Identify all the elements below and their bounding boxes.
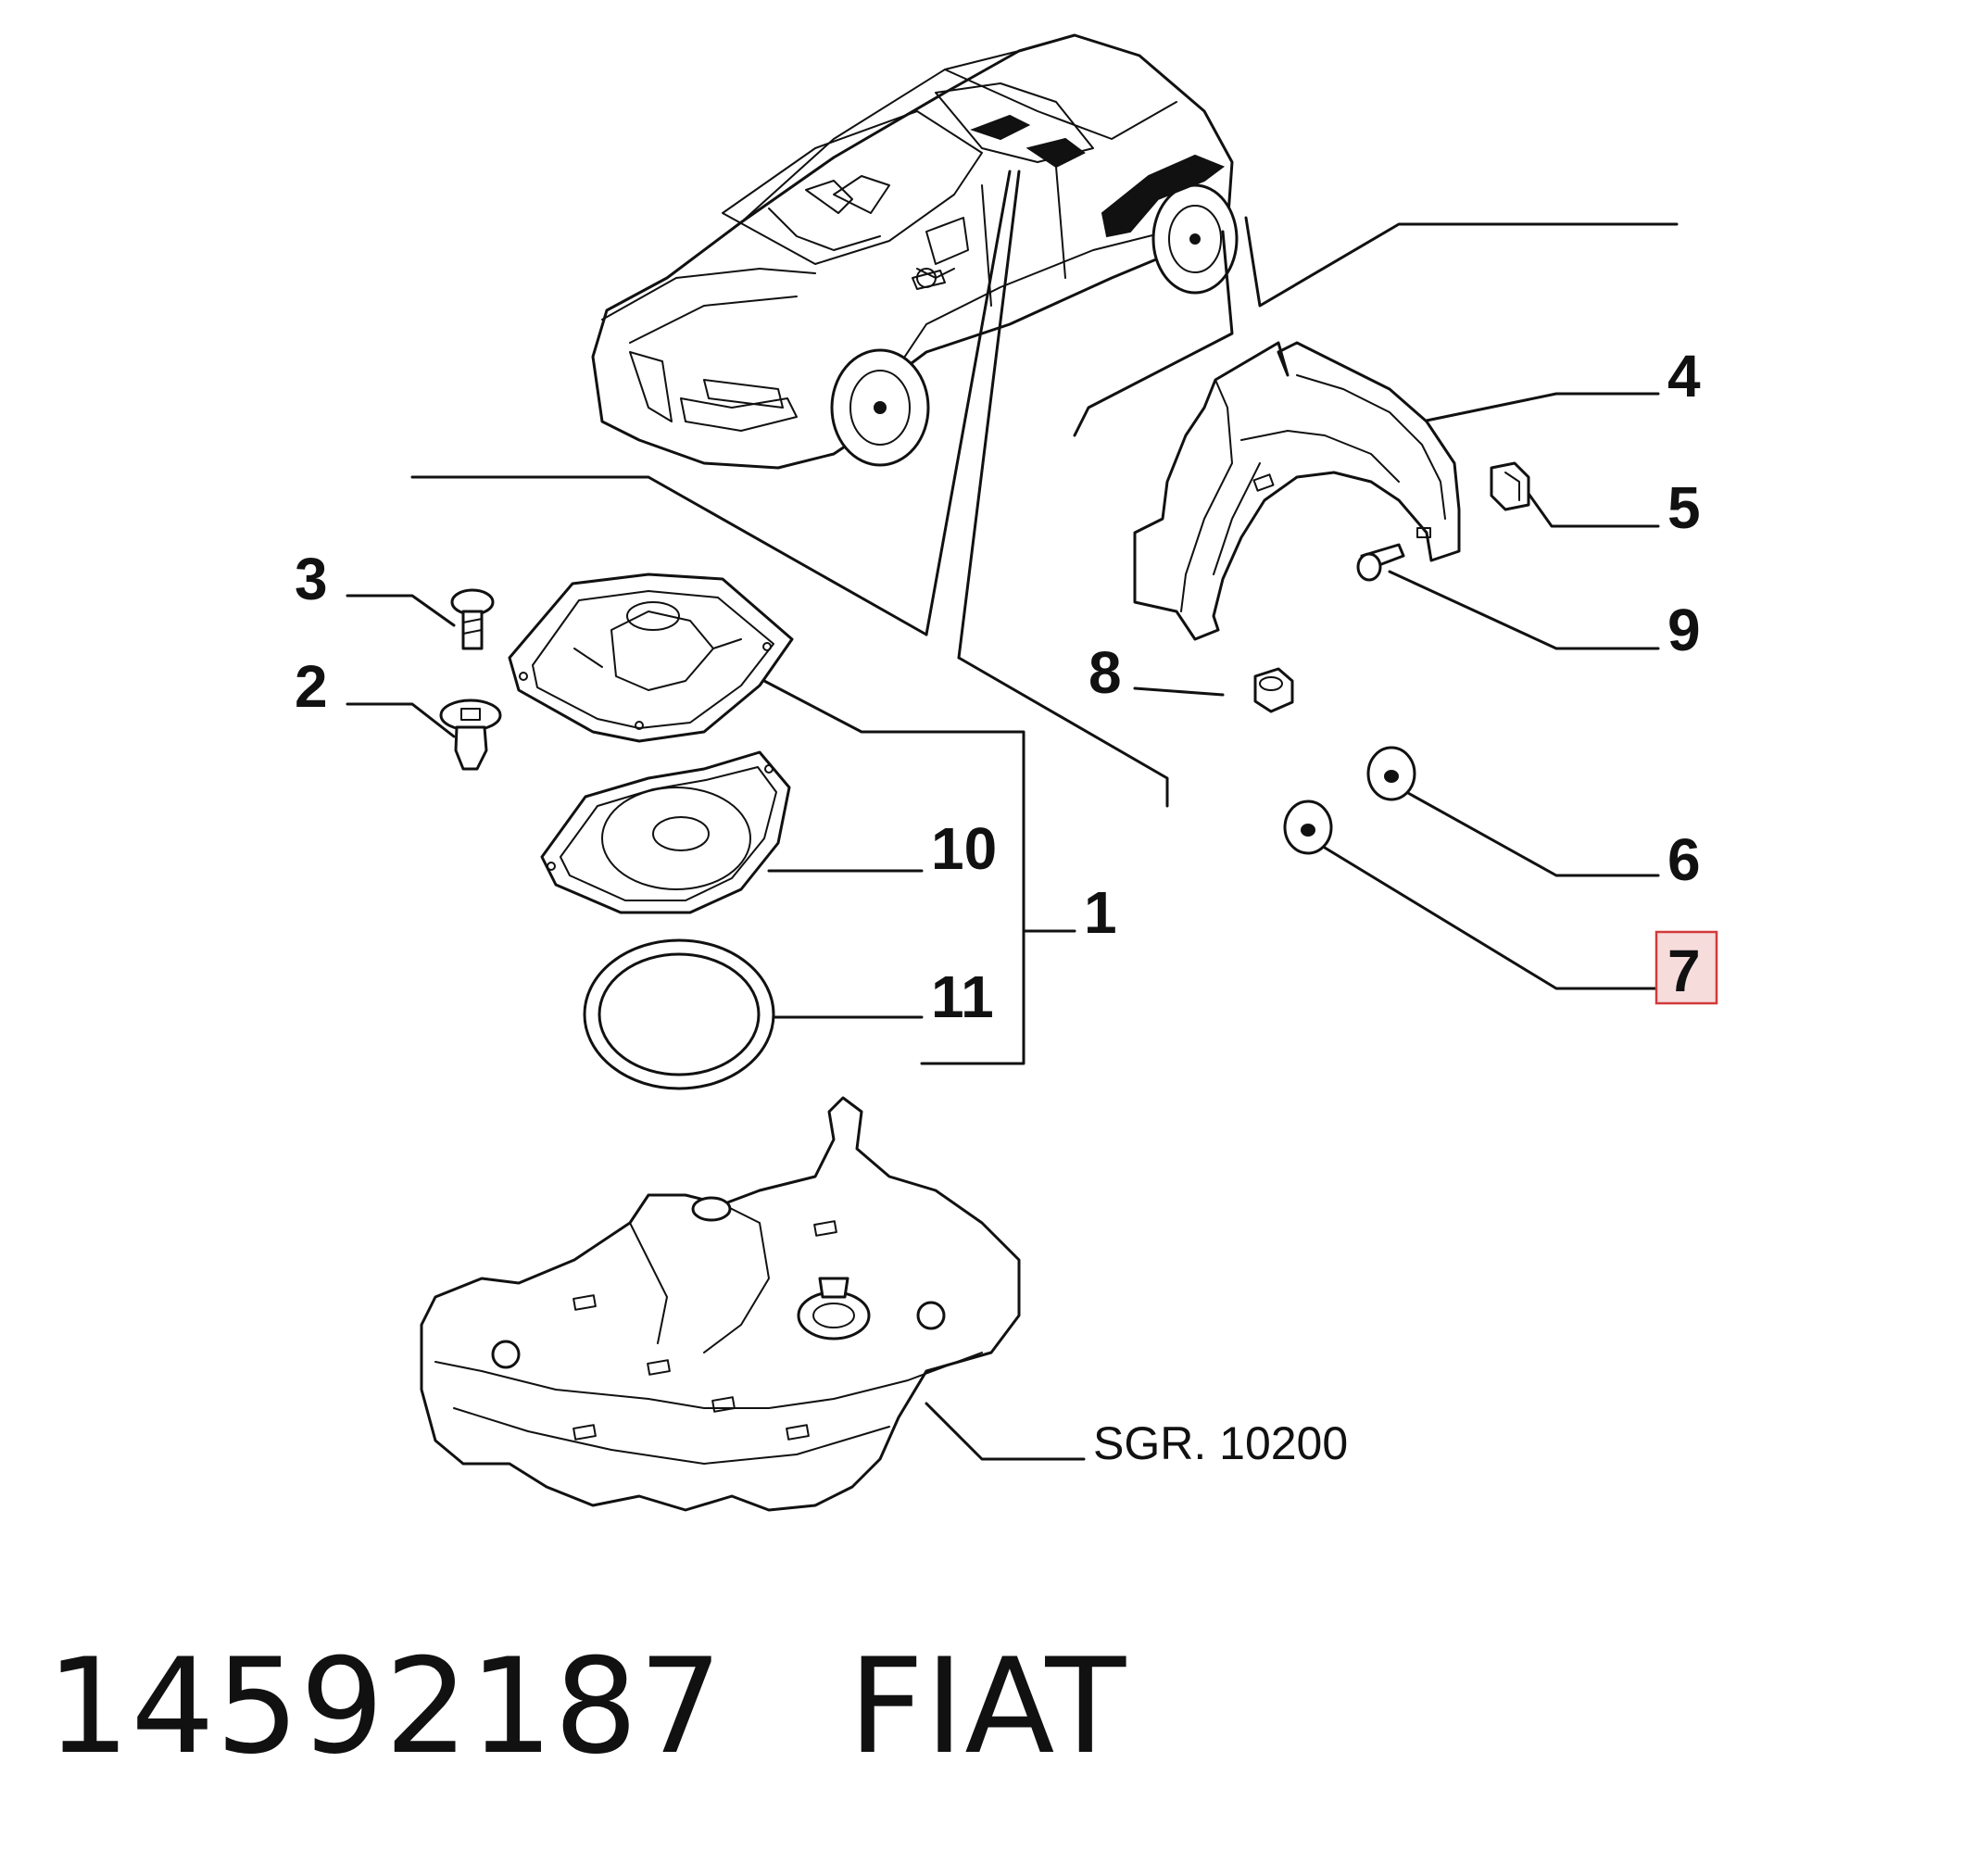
callout-3: 3 — [295, 546, 328, 612]
push-clip-2 — [439, 699, 502, 771]
callout-7: 7 — [1667, 938, 1701, 1004]
caption: 14592187 FIAT — [46, 1630, 1126, 1783]
screw-3 — [450, 588, 495, 650]
callout-7-highlight — [1655, 930, 1718, 1005]
seal-ring-11 — [583, 938, 775, 1090]
fuel-tank — [420, 1096, 1021, 1512]
wheel-arch-liner — [1133, 341, 1461, 641]
callout-1: 1 — [1084, 879, 1117, 946]
gasket-plate-10 — [540, 750, 791, 914]
callout-9: 9 — [1667, 597, 1701, 663]
parts-diagram: 4 5 9 8 6 7 3 2 1 10 11 SGR. 10200 — [295, 33, 1718, 1512]
callout-5: 5 — [1667, 474, 1701, 541]
callout-10: 10 — [931, 815, 997, 882]
washer-7 — [1283, 799, 1333, 855]
callout-6: 6 — [1667, 826, 1701, 893]
callout-2: 2 — [295, 653, 328, 720]
callout-8: 8 — [1088, 639, 1122, 706]
callout-labels: 4 5 9 8 6 7 3 2 1 10 11 SGR. 10200 — [295, 343, 1718, 1469]
car-illustration — [591, 33, 1239, 470]
brand-name: FIAT — [848, 1630, 1127, 1783]
reference-label: SGR. 10200 — [1093, 1417, 1348, 1469]
callout-4: 4 — [1667, 343, 1701, 409]
clip-nut — [1490, 461, 1530, 511]
cover-plate-1 — [508, 573, 794, 743]
leader-lines — [346, 170, 1679, 1461]
callout-11: 11 — [931, 963, 994, 1030]
hex-nut — [1253, 667, 1294, 713]
washer-6 — [1366, 746, 1416, 801]
bolt-9 — [1356, 543, 1405, 582]
part-number: 14592187 — [46, 1630, 723, 1783]
